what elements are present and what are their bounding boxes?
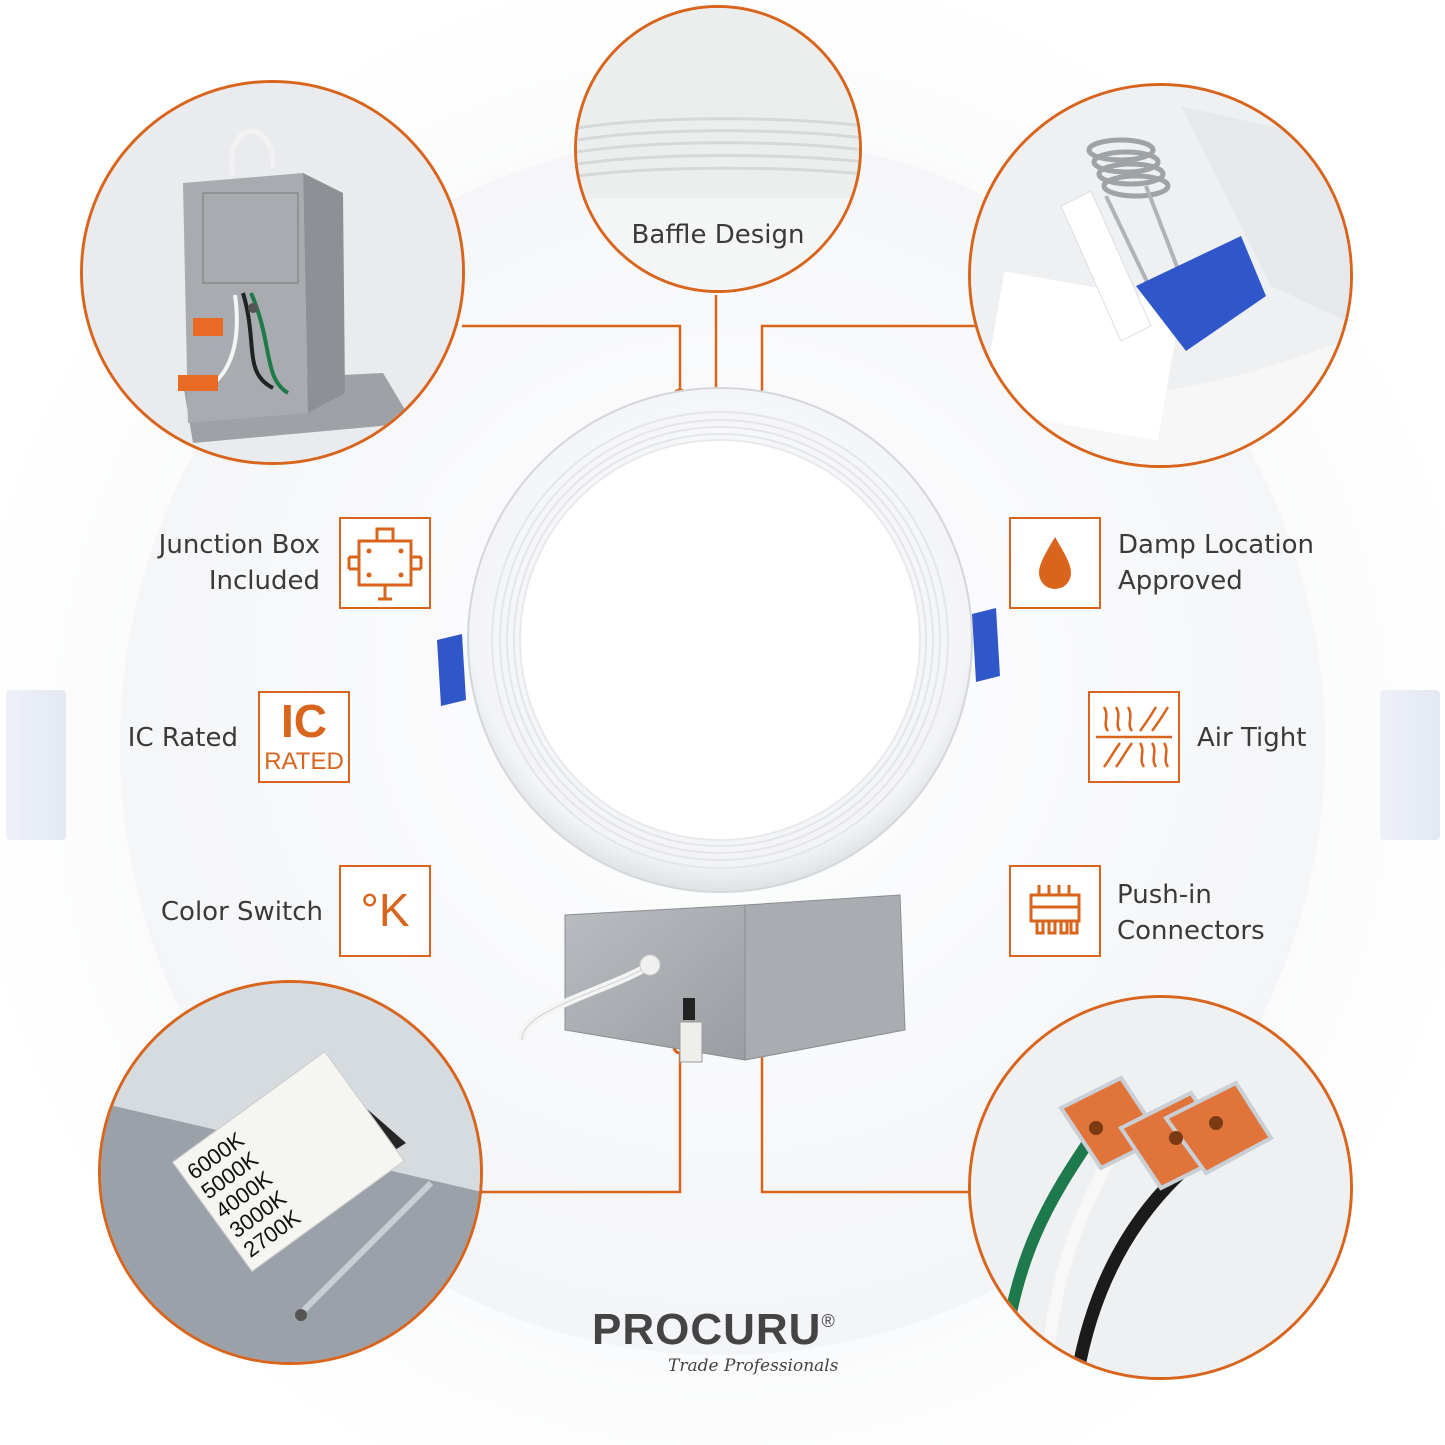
push-in-connectors-label: Push-in Connectors xyxy=(1117,877,1265,949)
color-switch-label: Color Switch xyxy=(160,897,323,927)
baffle-design-photo: Baffle Design xyxy=(574,5,862,293)
spring-clip-photo xyxy=(968,83,1353,468)
push-in-connectors-photo xyxy=(968,995,1353,1380)
kelvin-icon: °K xyxy=(339,865,431,957)
registered-mark: ® xyxy=(821,1311,836,1331)
kelvin-icon-text: °K xyxy=(360,884,410,936)
airflow-icon xyxy=(1088,691,1180,783)
baffle-design-label: Baffle Design xyxy=(631,220,805,250)
downlight-product xyxy=(437,387,1000,1063)
push-in-label-line2: Connectors xyxy=(1117,916,1265,946)
push-in-label-line1: Push-in xyxy=(1117,880,1212,910)
brand-tagline: Trade Professionals xyxy=(668,1356,839,1376)
junction-box-label-line1: Junction Box xyxy=(158,530,320,560)
ic-rated-label: IC Rated xyxy=(127,723,238,753)
right-side-tab xyxy=(1380,690,1440,840)
damp-location-label-line1: Damp Location xyxy=(1118,530,1315,560)
damp-location-label: Damp Location Approved xyxy=(1118,527,1314,599)
water-drop-icon xyxy=(1009,517,1101,609)
junction-box-icon xyxy=(339,517,431,609)
brand-name: PROCURU xyxy=(592,1305,822,1354)
connector-icon xyxy=(1009,865,1101,957)
ic-rated-icon-top: IC xyxy=(281,695,327,747)
brand-logo: PROCURU® xyxy=(592,1305,836,1355)
damp-location-label-line2: Approved xyxy=(1118,566,1243,596)
junction-box-label-line2: Included xyxy=(208,566,320,596)
ic-rated-icon-bottom: RATED xyxy=(264,748,344,775)
left-side-tab xyxy=(6,690,66,840)
ic-rated-icon: IC RATED xyxy=(258,691,350,783)
air-tight-label: Air Tight xyxy=(1197,723,1307,753)
junction-box-photo xyxy=(80,80,465,465)
junction-box-label: Junction Box Included xyxy=(130,527,320,599)
